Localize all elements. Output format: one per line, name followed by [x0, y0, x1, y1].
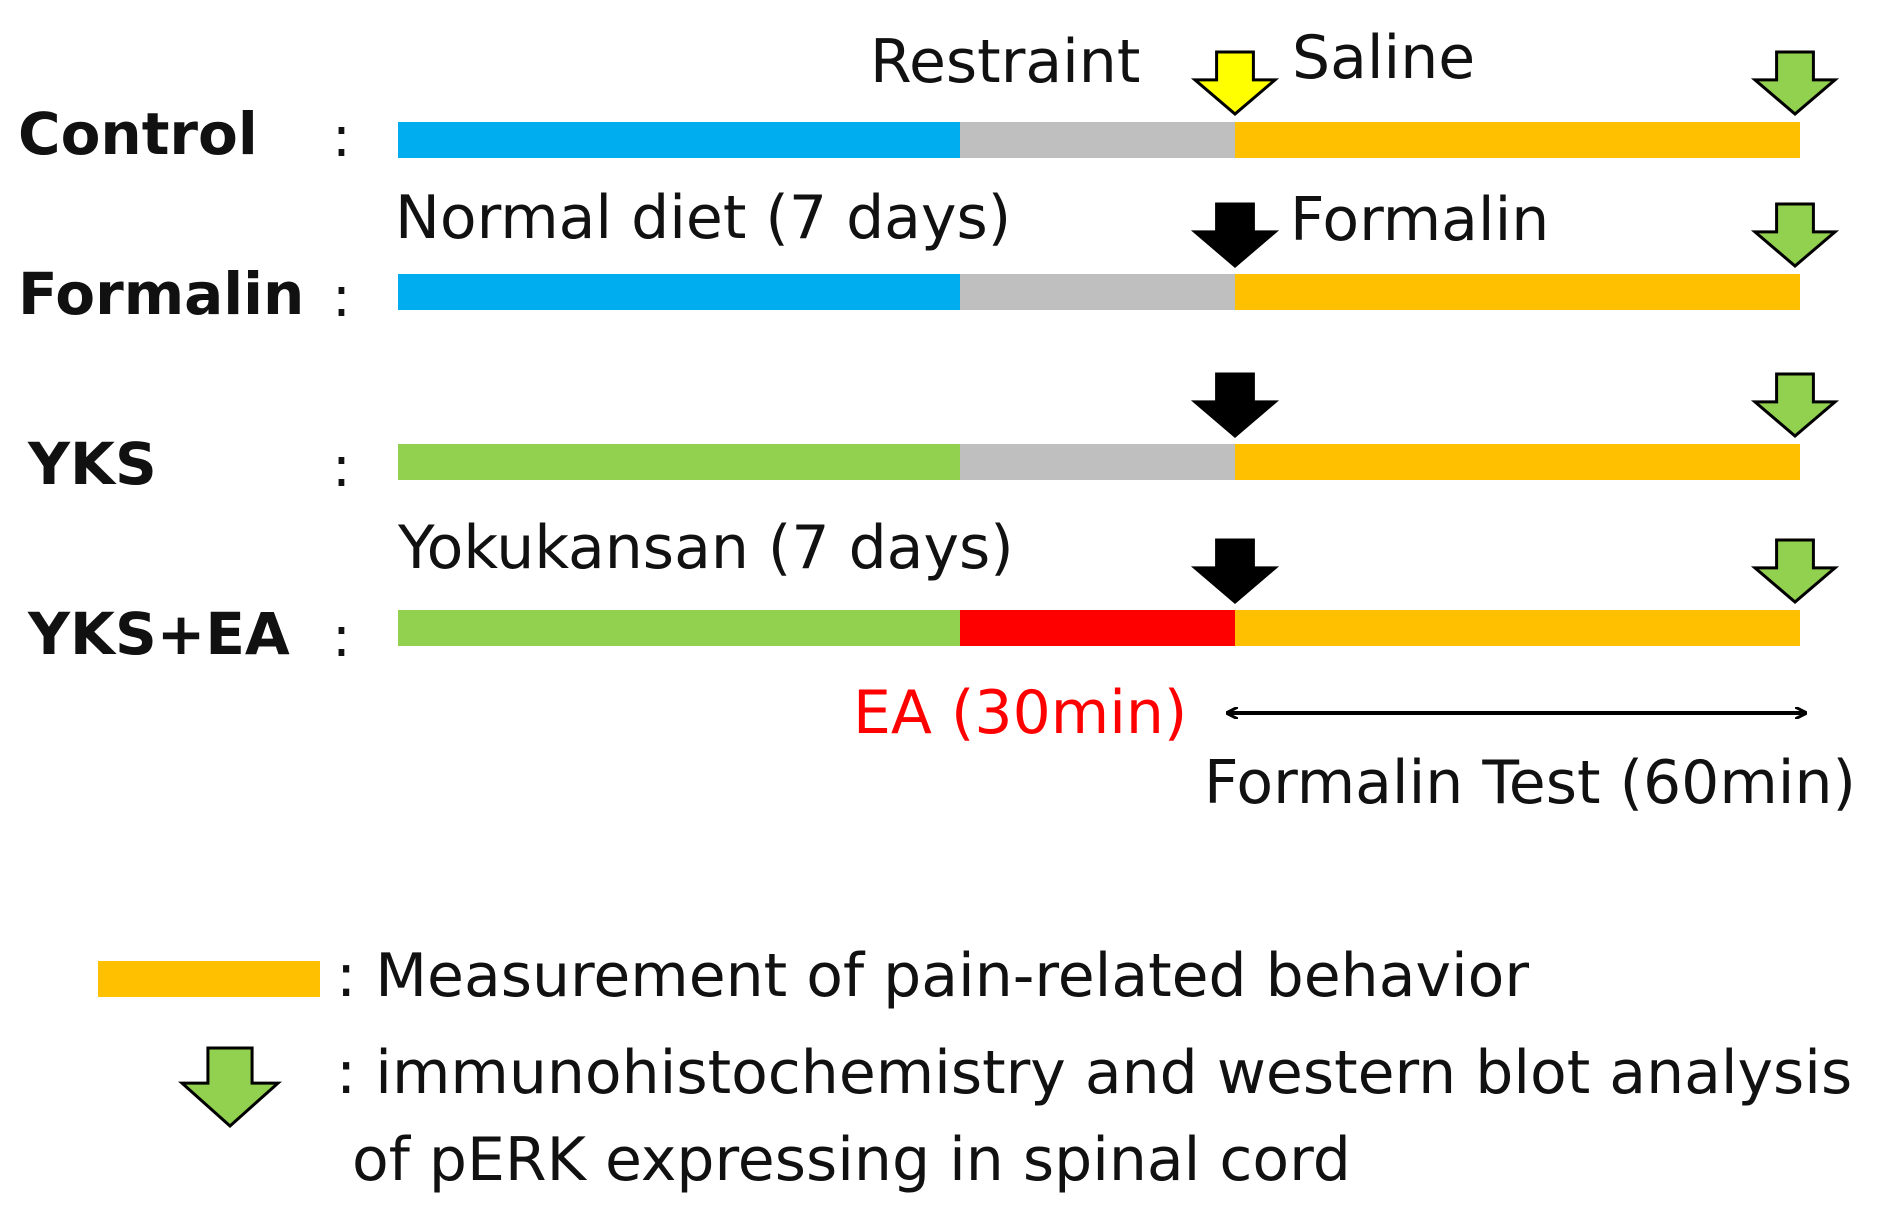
control-injection-arrow-icon — [1190, 50, 1280, 116]
control-normal-diet-segment — [398, 122, 960, 158]
normal-diet-label: Normal diet (7 days) — [395, 183, 1012, 253]
yks-ea-analysis-arrow-icon — [1750, 538, 1840, 604]
yks-ea-ea-segment — [960, 610, 1235, 646]
saline-label: Saline — [1292, 23, 1476, 93]
yks-ea-injection-arrow-icon — [1190, 538, 1280, 604]
group-label-yks: YKS — [28, 430, 157, 498]
legend-analysis-arrow-icon — [178, 1046, 282, 1129]
yks-yokukansan-segment — [398, 444, 960, 480]
yks-ea-measurement-segment — [1235, 610, 1800, 646]
legend-analysis-text-line1: : immunohistochemistry and western blot … — [336, 1038, 1853, 1108]
control-analysis-arrow-icon — [1750, 50, 1840, 116]
group-colon-yks-ea: : — [332, 605, 351, 670]
yks-ea-yokukansan-segment — [398, 610, 960, 646]
legend-analysis-text-line2: of pERK expressing in spinal cord — [352, 1125, 1351, 1195]
control-measurement-segment — [1235, 122, 1800, 158]
group-colon-yks: : — [332, 435, 351, 500]
formalin-injection-arrow-icon — [1190, 202, 1280, 268]
yks-injection-arrow-icon — [1190, 372, 1280, 438]
formalin-restraint-segment — [960, 274, 1235, 310]
restraint-label: Restraint — [870, 27, 1141, 97]
yks-restraint-segment — [960, 444, 1235, 480]
legend-measurement-text: : Measurement of pain-related behavior — [336, 941, 1530, 1011]
formalin-analysis-arrow-icon — [1750, 202, 1840, 268]
yks-analysis-arrow-icon — [1750, 372, 1840, 438]
formalin-test-label: Formalin Test (60min) — [1204, 748, 1856, 818]
yokukansan-label: Yokukansan (7 days) — [398, 513, 1014, 583]
group-colon-control: : — [332, 105, 351, 170]
ea-label: EA (30min) — [853, 678, 1188, 748]
yks-measurement-segment — [1235, 444, 1800, 480]
group-label-formalin: Formalin — [18, 260, 305, 328]
formalin-normal-diet-segment — [398, 274, 960, 310]
group-label-control: Control — [18, 100, 258, 168]
group-colon-formalin: : — [332, 265, 351, 330]
formalin-measurement-segment — [1235, 274, 1800, 310]
group-label-yks-ea: YKS+EA — [28, 600, 290, 668]
legend-measurement-bar — [98, 961, 320, 997]
formalin-label: Formalin — [1290, 185, 1550, 255]
control-restraint-segment — [960, 122, 1235, 158]
